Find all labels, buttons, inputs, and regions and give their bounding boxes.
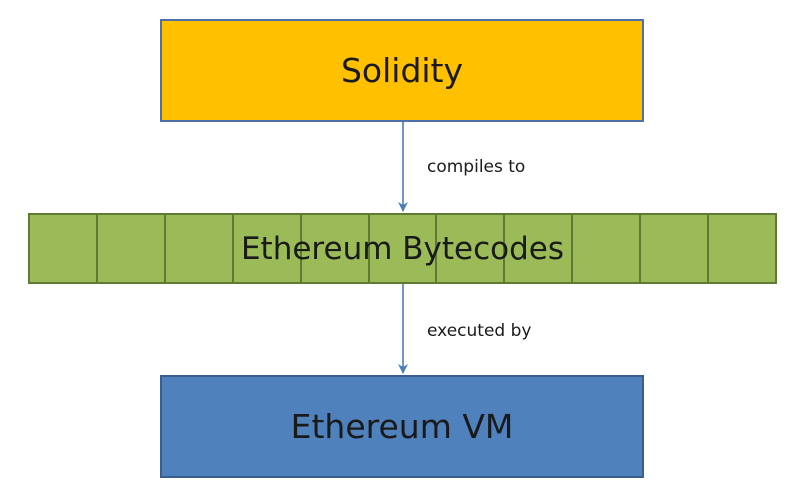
bytecodes-node: Ethereum Bytecodes (28, 213, 777, 284)
bytecode-cell (302, 215, 370, 282)
bytecode-cells (30, 215, 775, 282)
bytecode-cell (30, 215, 98, 282)
bytecode-cell (370, 215, 438, 282)
bytecode-cell (437, 215, 506, 282)
bytecode-cell (641, 215, 710, 282)
solidity-node-label: Solidity (340, 51, 464, 90)
solidity-node: Solidity (160, 19, 644, 122)
bytecode-cell (234, 215, 302, 282)
bytecode-cell (573, 215, 642, 282)
bytecodes-node-label: Ethereum Bytecodes (240, 230, 565, 267)
vm-node-label: Ethereum VM (290, 407, 514, 446)
executed-by-label: executed by (427, 321, 532, 341)
bytecode-cell (98, 215, 166, 282)
bytecode-cell (166, 215, 234, 282)
bytecode-cell (505, 215, 574, 282)
compiles-to-label: compiles to (427, 157, 526, 177)
vm-node: Ethereum VM (160, 375, 644, 478)
